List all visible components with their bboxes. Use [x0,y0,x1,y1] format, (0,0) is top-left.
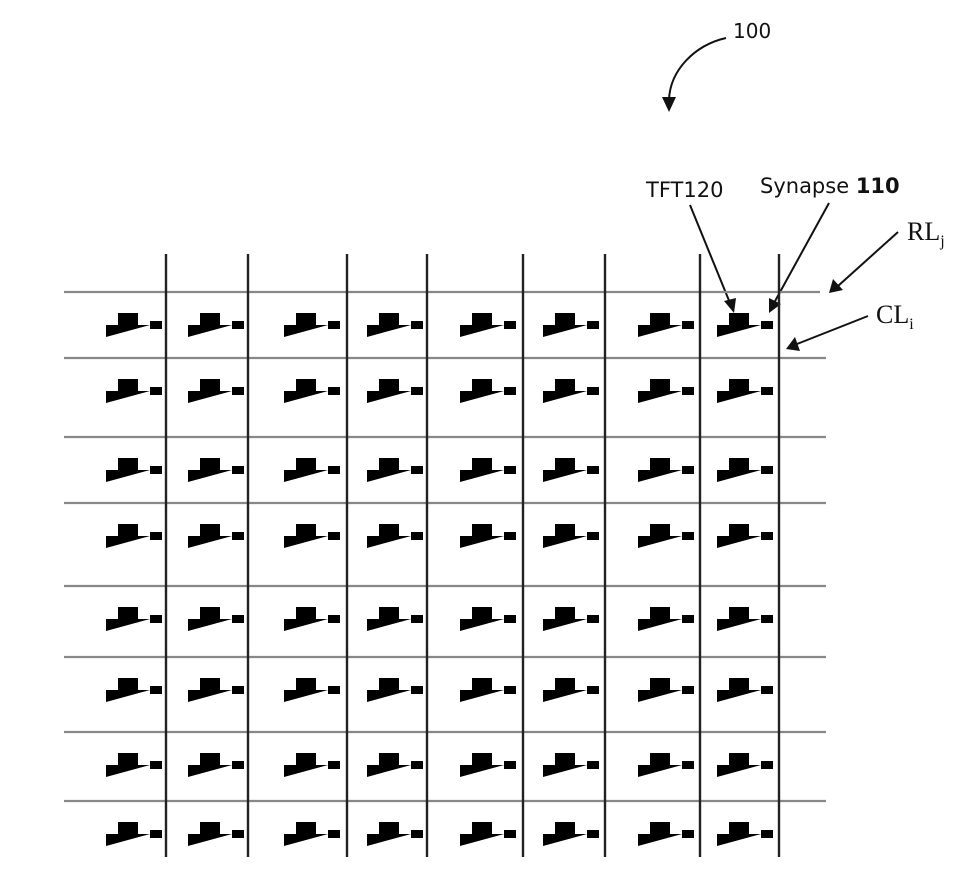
synapse-cell-r4-c6 [535,512,599,556]
synapse-cell-r3-c6 [535,446,599,490]
synapse-cell-r5-c6 [535,595,599,639]
synapse-cell-r3-c7 [630,446,694,490]
synapse-cell-r5-c3 [276,595,340,639]
synapse-cell-r1-c5 [452,301,516,345]
synapse-cell-r6-c3 [276,666,340,710]
synapse-cell-r5-c1 [98,595,162,639]
synapse-cell-r2-c6 [535,367,599,411]
synapse-cell-r8-c1 [98,810,162,854]
column-line-arrow [796,315,869,345]
reference-100: 100 [662,19,771,112]
synapse-cell-r6-c7 [630,666,694,710]
synapse-cell-r8-c6 [535,810,599,854]
synapse-cell-r8-c3 [276,810,340,854]
cell-grid [98,301,773,854]
synapse-cell-r6-c5 [452,666,516,710]
synapse-cell-r1-c1 [98,301,162,345]
synapse-cell-r5-c5 [452,595,516,639]
synapse-cell-r1-c6 [535,301,599,345]
synapse-cell-r7-c2 [180,741,244,785]
synapse-cell-r3-c4 [359,446,423,490]
synapse-arrow-head [769,298,781,313]
synapse-cell-r8-c5 [452,810,516,854]
synapse-cell-r5-c7 [630,595,694,639]
leader-arrows [689,202,899,351]
synapse-cell-r5-c2 [180,595,244,639]
tft-label: TFT120 [645,178,723,202]
ref-number-label: 100 [733,19,771,43]
row-line-arrow [837,231,899,287]
synapse-cell-r6-c1 [98,666,162,710]
synapse-cell-r8-c7 [630,810,694,854]
synapse-cell-r2-c4 [359,367,423,411]
synapse-cell-r3-c2 [180,446,244,490]
synapse-cell-r4-c3 [276,512,340,556]
synapse-cell-r2-c8 [709,367,773,411]
synapse-cell-r4-c1 [98,512,162,556]
synapse-cell-r8-c2 [180,810,244,854]
synapse-arrow [773,202,830,304]
synapse-cell-r2-c1 [98,367,162,411]
synapse-cell-r5-c4 [359,595,423,639]
synapse-cell-r2-c7 [630,367,694,411]
synapse-cell-r3-c8 [709,446,773,490]
synapse-cell-r1-c4 [359,301,423,345]
synapse-cell-r3-c5 [452,446,516,490]
synapse-cell-r4-c7 [630,512,694,556]
synapse-cell-r1-c7 [630,301,694,345]
tft-arrow [689,204,731,304]
synapse-cell-r3-c1 [98,446,162,490]
synapse-cell-r3-c3 [276,446,340,490]
synapse-cell-r6-c8 [709,666,773,710]
synapse-cell-r1-c8 [709,301,773,345]
synapse-cell-r7-c7 [630,741,694,785]
row-line-arrow-head [829,279,843,293]
column-lines [164,254,781,857]
synapse-cell-r4-c8 [709,512,773,556]
synapse-cell-r5-c8 [709,595,773,639]
synapse-cell-r1-c2 [180,301,244,345]
synapse-cell-r7-c8 [709,741,773,785]
column-line-arrow-head [786,337,800,351]
synapse-cell-r4-c2 [180,512,244,556]
tft-arrow-head [724,298,736,313]
synapse-cell-r6-c4 [359,666,423,710]
column-line-label: CLi [876,300,914,333]
synapse-cell-r4-c5 [452,512,516,556]
synapse-cell-r1-c3 [276,301,340,345]
synapse-cell-r2-c2 [180,367,244,411]
synapse-cell-r7-c4 [359,741,423,785]
synapse-cell-r2-c5 [452,367,516,411]
synapse-label: Synapse 110 [760,174,900,198]
row-lines [64,290,826,803]
synapse-cell-r7-c1 [98,741,162,785]
synapse-cell-r6-c2 [180,666,244,710]
synapse-cell-r7-c3 [276,741,340,785]
synapse-cell-r7-c5 [452,741,516,785]
row-line-label: RLj [907,217,945,250]
synapse-cell-r4-c4 [359,512,423,556]
synapse-cell-r8-c4 [359,810,423,854]
synapse-cell-r6-c6 [535,666,599,710]
ref-arrow [668,37,727,101]
ref-arrow-head [662,97,676,112]
synapse-cell-r2-c3 [276,367,340,411]
synapse-cell-r8-c8 [709,810,773,854]
synapse-cell-r7-c6 [535,741,599,785]
